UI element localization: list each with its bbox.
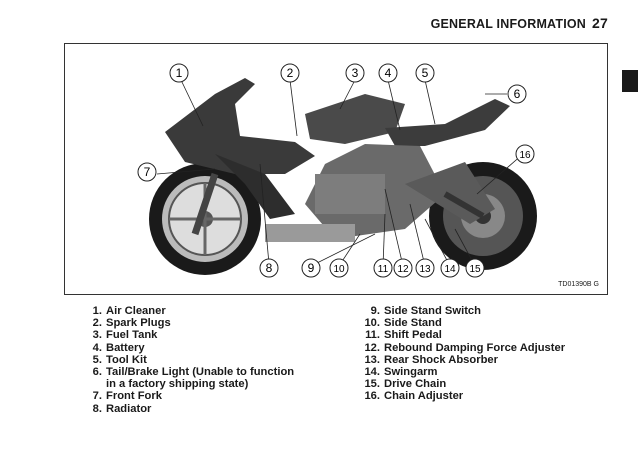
callout-10: 10 (329, 258, 349, 278)
motorcycle-body (165, 78, 510, 242)
callout-4: 4 (378, 63, 398, 83)
legend-item: 16.Chain Adjuster (364, 390, 464, 403)
legend-item: 12.Rebound Damping Force Adjuster (364, 341, 566, 354)
front-wheel (149, 163, 261, 275)
svg-text:10: 10 (333, 264, 345, 275)
leader-lines (156, 79, 524, 267)
motorcycle-illustration (149, 78, 537, 275)
legend-item: 9.Side Stand Switch (370, 305, 481, 317)
callout-14: 14 (440, 258, 460, 278)
svg-text:3: 3 (352, 66, 359, 80)
callout-13: 13 (415, 258, 435, 278)
motorcycle-figure: 1 2 3 4 5 6 7 8 9 10 11 12 13 14 15 16 T… (64, 43, 608, 295)
page-number: 27 (592, 15, 608, 31)
legend-item: 15.Drive Chain (364, 378, 447, 391)
callout-15: 15 (465, 258, 485, 278)
legend-right: 9.Side Stand Switch 10.Side Stand 11.Shi… (358, 305, 565, 403)
svg-text:16: 16 (519, 150, 531, 161)
section-title: GENERAL INFORMATION (430, 17, 587, 31)
callout-5: 5 (415, 63, 435, 83)
svg-text:9: 9 (308, 261, 315, 275)
legend-item: 8.Radiator (92, 402, 152, 415)
page-header: GENERAL INFORMATION 27 (431, 15, 608, 31)
svg-text:15: 15 (469, 264, 481, 275)
legend-item: 4.Battery (92, 341, 145, 354)
legend-item: 10.Side Stand (364, 317, 442, 330)
legend-item: 14.Swingarm (364, 366, 438, 379)
legend-left: 1.Air Cleaner 2.Spark Plugs 3.Fuel Tank … (86, 305, 294, 415)
svg-text:14: 14 (444, 264, 456, 275)
callout-layer: 1 2 3 4 5 6 7 8 9 10 11 12 13 14 15 16 (137, 63, 535, 278)
legend-item: 1.Air Cleaner (92, 305, 166, 317)
legend-item-continuation: in a factory shipping state) (106, 378, 249, 391)
svg-text:6: 6 (514, 87, 521, 101)
legend-item: 11.Shift Pedal (365, 329, 442, 342)
callout-16: 16 (515, 144, 535, 164)
svg-text:1: 1 (176, 66, 183, 80)
callout-3: 3 (345, 63, 365, 83)
svg-text:7: 7 (144, 165, 151, 179)
svg-text:13: 13 (419, 264, 431, 275)
legend-item: 3.Fuel Tank (92, 329, 158, 342)
svg-text:12: 12 (397, 264, 409, 275)
section-tab-marker (622, 70, 638, 92)
svg-text:5: 5 (422, 66, 429, 80)
svg-text:8: 8 (266, 261, 273, 275)
callout-1: 1 (169, 63, 189, 83)
callout-6: 6 (507, 84, 527, 104)
svg-text:11: 11 (378, 264, 389, 275)
callout-12: 12 (393, 258, 413, 278)
legend-item: 2.Spark Plugs (92, 317, 171, 330)
legend-item: 6.Tail/Brake Light (Unable to function (92, 366, 295, 379)
svg-text:2: 2 (287, 66, 294, 80)
callout-11: 11 (373, 258, 393, 278)
figure-code: TD01390B G (558, 281, 599, 288)
callout-8: 8 (259, 258, 279, 278)
legend-item: 5.Tool Kit (92, 353, 147, 366)
legend-item: 7.Front Fork (92, 390, 162, 403)
svg-text:4: 4 (385, 66, 392, 80)
callout-7: 7 (137, 162, 157, 182)
legend-item: 13.Rear Shock Absorber (364, 353, 498, 366)
callout-9: 9 (301, 258, 321, 278)
callout-2: 2 (280, 63, 300, 83)
